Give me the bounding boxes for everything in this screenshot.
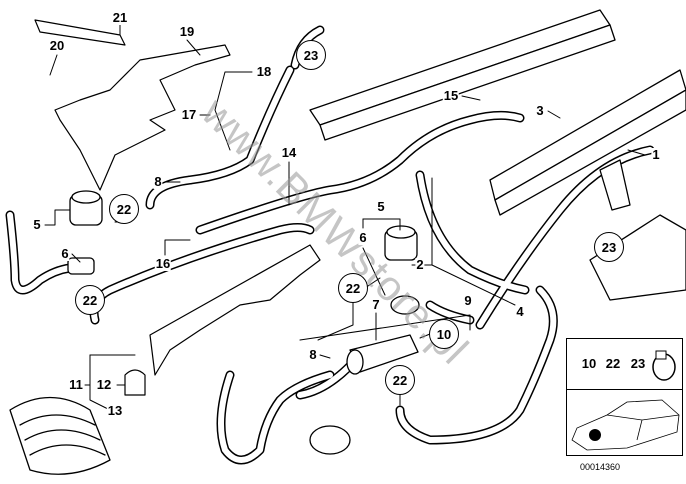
callout-17[interactable]: 17 bbox=[180, 107, 198, 122]
callout-3[interactable]: 3 bbox=[535, 103, 545, 118]
callout-21[interactable]: 21 bbox=[111, 10, 129, 25]
callout-8[interactable]: 8 bbox=[153, 174, 163, 189]
callout-1[interactable]: 1 bbox=[651, 147, 661, 162]
callout-15[interactable]: 15 bbox=[442, 88, 460, 103]
callout-6[interactable]: 6 bbox=[60, 246, 70, 261]
inset-box: 10 22 23 bbox=[566, 338, 683, 456]
callout-22-circled[interactable]: 22 bbox=[338, 273, 368, 303]
callout-8[interactable]: 8 bbox=[308, 347, 318, 362]
inset-label-22: 22 bbox=[604, 356, 622, 371]
callout-5[interactable]: 5 bbox=[32, 217, 42, 232]
inset-parts-row: 10 22 23 bbox=[567, 339, 682, 390]
inset-label-10: 10 bbox=[580, 356, 598, 371]
callout-18[interactable]: 18 bbox=[255, 64, 273, 79]
callout-14[interactable]: 14 bbox=[280, 145, 298, 160]
callout-22-circled[interactable]: 22 bbox=[109, 194, 139, 224]
callout-22-circled[interactable]: 22 bbox=[385, 365, 415, 395]
car-location-icon bbox=[571, 399, 680, 451]
diagram-number: 00014360 bbox=[580, 462, 621, 472]
hose-clamp-icon bbox=[652, 350, 676, 381]
callout-20[interactable]: 20 bbox=[48, 38, 66, 53]
callout-10-circled[interactable]: 10 bbox=[429, 319, 459, 349]
callout-22-circled[interactable]: 22 bbox=[75, 285, 105, 315]
callout-5[interactable]: 5 bbox=[376, 199, 386, 214]
callout-19[interactable]: 19 bbox=[178, 24, 196, 39]
callout-12[interactable]: 12 bbox=[95, 377, 113, 392]
callout-4[interactable]: 4 bbox=[515, 304, 525, 319]
callout-13[interactable]: 13 bbox=[106, 403, 124, 418]
callout-6[interactable]: 6 bbox=[358, 230, 368, 245]
callout-16[interactable]: 16 bbox=[154, 256, 172, 271]
callout-11[interactable]: 11 bbox=[68, 377, 84, 392]
callout-9[interactable]: 9 bbox=[463, 293, 473, 308]
callout-2[interactable]: 2 bbox=[415, 257, 425, 272]
inset-label-23: 23 bbox=[629, 356, 647, 371]
callout-23-circled[interactable]: 23 bbox=[296, 40, 326, 70]
callout-7[interactable]: 7 bbox=[371, 297, 381, 312]
callout-23-circled[interactable]: 23 bbox=[594, 232, 624, 262]
